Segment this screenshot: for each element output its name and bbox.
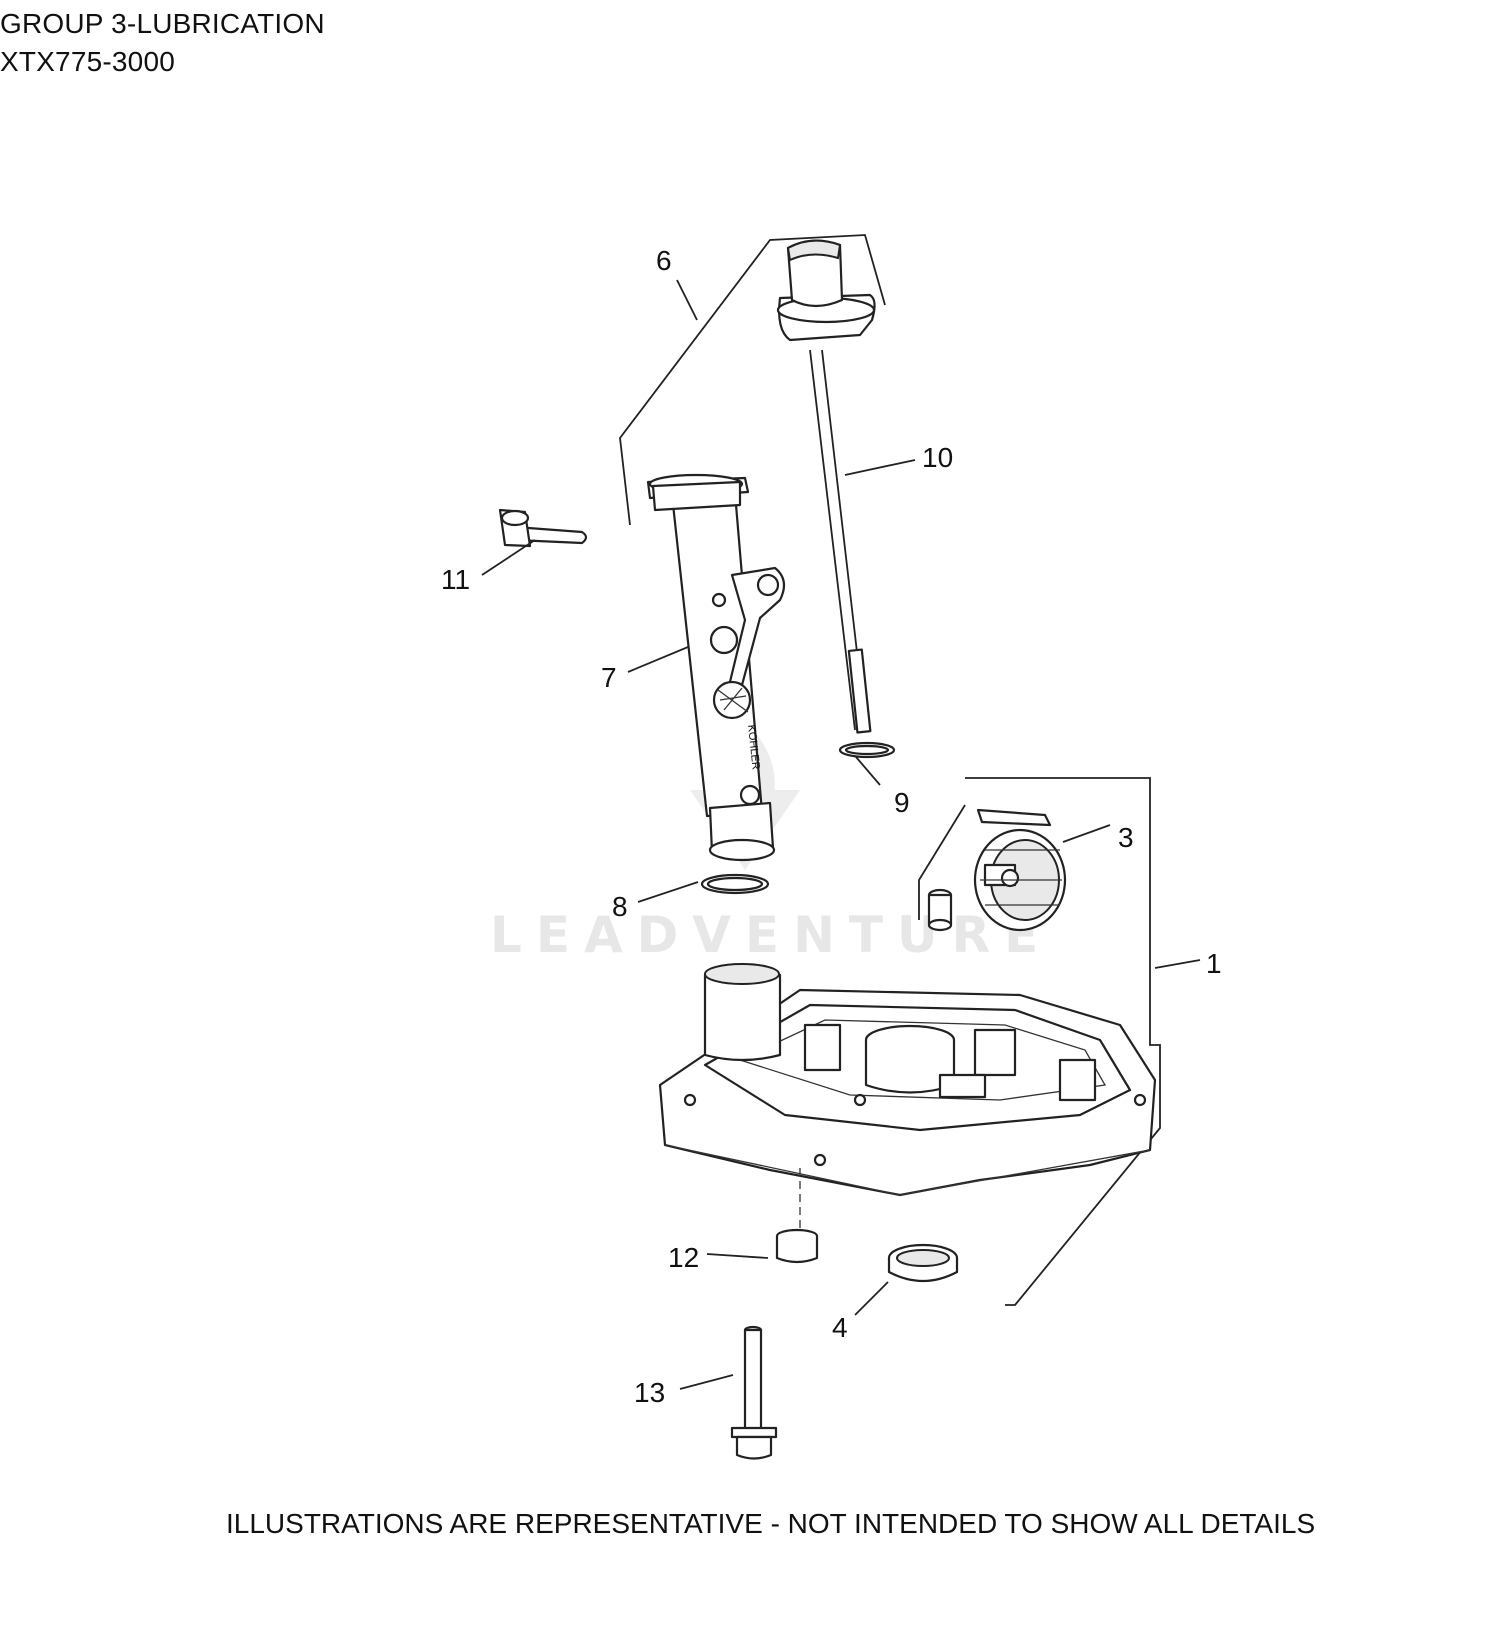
callout-10: 10: [922, 442, 953, 473]
bracket-part-3: [918, 804, 966, 920]
part-plug-12: [775, 1228, 819, 1264]
part-oil-fill-tube: KOHLER: [646, 473, 786, 862]
callout-13: 13: [634, 1377, 665, 1408]
model-number: XTX775-3000: [0, 46, 175, 77]
part-oil-seal: [887, 1243, 959, 1282]
part-bolt-13: [730, 1325, 778, 1460]
callout-7: 7: [601, 662, 617, 693]
callout-3: 3: [1118, 822, 1134, 853]
part-oil-pan: [658, 963, 1157, 1230]
callout-11: 11: [441, 564, 470, 595]
callout-1: 1: [1206, 948, 1222, 979]
callouts: 6 10 11 7 9 3 1 8 12 4 13: [441, 245, 1222, 1408]
callout-12: 12: [668, 1242, 699, 1273]
disclaimer-note: ILLUSTRATIONS ARE REPRESENTATIVE - NOT I…: [226, 1508, 1316, 1539]
callout-6: 6: [656, 245, 672, 276]
part-oil-pump: [927, 808, 1067, 932]
bracket-part-1: [965, 777, 1161, 1306]
leader-lines: [481, 279, 1201, 1390]
watermark-text: LEADVENTURE: [490, 906, 1052, 964]
part-dipstick: [776, 239, 876, 734]
callout-9: 9: [894, 787, 910, 818]
part-bolt-11: [498, 508, 588, 548]
callout-8: 8: [612, 891, 628, 922]
page-title: GROUP 3-LUBRICATION: [0, 8, 325, 39]
tube-marking: KOHLER: [745, 724, 762, 770]
bracket-part-6: [619, 234, 886, 526]
callout-4: 4: [832, 1312, 848, 1343]
